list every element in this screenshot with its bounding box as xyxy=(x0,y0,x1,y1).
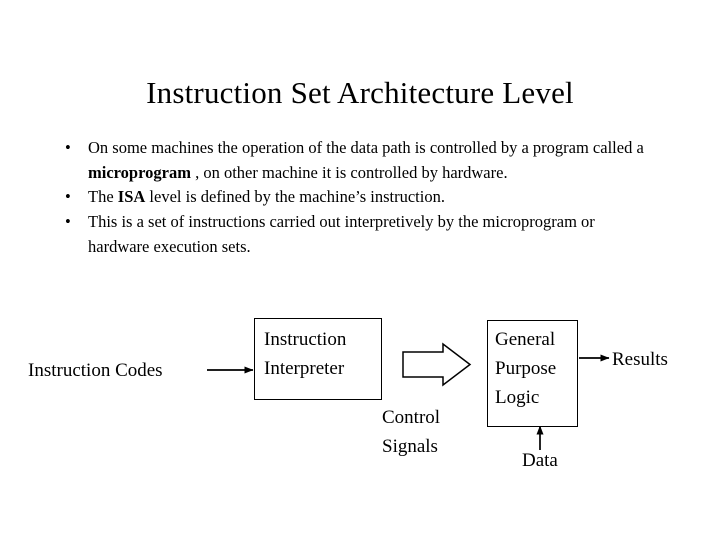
list-item: • This is a set of instructions carried … xyxy=(60,210,660,259)
box-instruction-interpreter[interactable]: Instruction Interpreter xyxy=(254,318,382,400)
bullet-point-icon: • xyxy=(65,187,71,207)
label-control-signals: Control Signals xyxy=(382,403,440,461)
text-run: The xyxy=(88,187,118,207)
box-line: Interpreter xyxy=(264,358,345,379)
block-arrow-control-signals xyxy=(402,342,472,387)
label-line: Signals xyxy=(382,436,438,457)
text-run: level is defined by the machine’s instru… xyxy=(145,187,445,207)
box-line: Instruction xyxy=(264,329,347,350)
box-instruction-interpreter-text: Instruction Interpreter xyxy=(255,319,381,383)
page-title: Instruction Set Architecture Level xyxy=(146,75,574,110)
list-item-text: This is a set of instructions carried ou… xyxy=(88,212,595,256)
bullet-point-icon: • xyxy=(65,212,71,232)
bullet-list: • On some machines the operation of the … xyxy=(60,136,660,260)
box-general-purpose-logic-text: General Purpose Logic xyxy=(488,321,577,412)
text-run: , on other machine it is controlled by h… xyxy=(190,162,508,182)
box-line: Logic xyxy=(495,387,540,408)
list-item: • On some machines the operation of the … xyxy=(60,136,660,185)
label-data: Data xyxy=(522,450,558,471)
list-item-text: On some machines the operation of the da… xyxy=(88,138,644,182)
label-results: Results xyxy=(612,349,668,370)
label-instruction-codes: Instruction Codes xyxy=(28,360,163,381)
label-line: Control xyxy=(382,407,441,428)
bullet-point-icon: • xyxy=(65,138,71,157)
text-run-bold: microprogram xyxy=(88,162,191,182)
list-item-text: The ISA level is defined by the machine’… xyxy=(88,187,445,206)
box-line: General xyxy=(495,329,556,350)
box-line: Purpose xyxy=(495,358,557,379)
text-run: On some machines the operation of the da… xyxy=(88,138,644,157)
list-item: • The ISA level is defined by the machin… xyxy=(60,185,660,210)
text-run: This is a set of instructions carried ou… xyxy=(88,212,595,256)
text-run-bold: ISA xyxy=(117,187,146,207)
box-general-purpose-logic[interactable]: General Purpose Logic xyxy=(487,320,578,427)
